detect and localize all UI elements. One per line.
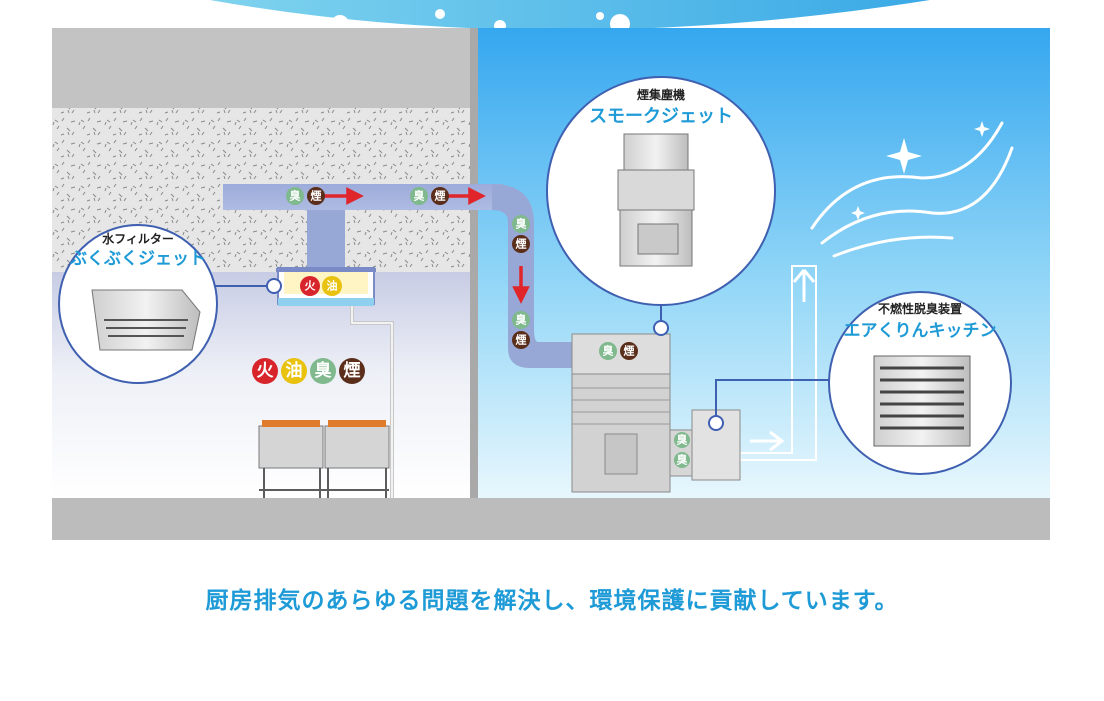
- red-arrow-icon: [446, 187, 486, 205]
- exterior-wall: [470, 28, 478, 498]
- svg-text:臭: 臭: [677, 433, 688, 447]
- svg-text:煙: 煙: [435, 189, 446, 203]
- duct-badges-horizontal-1: 臭 煙: [286, 187, 325, 205]
- deodorizer-callout: 不燃性脱臭装置 エアくりんキッチン: [828, 291, 1012, 475]
- svg-text:火: 火: [305, 280, 317, 293]
- svg-text:臭: 臭: [516, 217, 527, 231]
- water-filter-callout: 水フィルター ぶくぶくジェット: [58, 224, 218, 384]
- tagline: 厨房排気のあらゆる問題を解決し、環境保護に貢献しています。: [205, 588, 899, 614]
- sparkle-icon: [851, 206, 865, 220]
- svg-text:油: 油: [327, 279, 338, 293]
- up-arrow-icon: [792, 269, 816, 302]
- svg-text:煙: 煙: [516, 333, 527, 347]
- right-arrow-icon: [750, 430, 785, 452]
- svg-text:火: 火: [257, 361, 275, 381]
- deodorizer-product: エアくりんキッチン: [844, 321, 997, 341]
- smoke-collector-product: スモークジェット: [589, 106, 733, 127]
- fryer-equipment: [258, 420, 390, 498]
- svg-text:臭: 臭: [290, 189, 301, 203]
- svg-text:臭: 臭: [677, 453, 688, 467]
- svg-text:煙: 煙: [516, 237, 527, 251]
- connector-line: [715, 379, 834, 426]
- deodorizer-category: 不燃性脱臭装置: [878, 301, 962, 316]
- kitchen-contaminant-badges: 火 油 臭 煙: [252, 358, 365, 384]
- kitchen-exhaust-diagram: 臭 煙 臭 煙 臭 煙 臭 煙 火 油 火 油 臭 煙: [52, 28, 1050, 540]
- water-filter-product: ぶくぶくジェット: [69, 249, 206, 269]
- svg-text:煙: 煙: [344, 361, 361, 381]
- smoke-collector-machine: 臭 煙: [571, 333, 671, 493]
- svg-text:臭: 臭: [603, 344, 614, 358]
- ceiling-slab: [52, 28, 470, 108]
- wind-swoosh-icon: [810, 121, 1014, 258]
- duct-badges-vertical-2: 臭 煙: [512, 311, 530, 349]
- svg-text:臭: 臭: [414, 189, 425, 203]
- duct-badges-vertical-1: 臭 煙: [512, 215, 530, 253]
- svg-text:煙: 煙: [624, 344, 635, 358]
- kitchen-hood: 火 油: [276, 267, 376, 306]
- water-filter-category: 水フィルター: [102, 231, 174, 246]
- top-decorative-band: [210, 0, 930, 30]
- svg-text:煙: 煙: [311, 189, 322, 203]
- smoke-collector-callout: 煙集塵機 スモークジェット: [546, 76, 776, 306]
- duct-badges-horizontal-2: 臭 煙: [410, 187, 449, 205]
- svg-text:油: 油: [286, 360, 303, 381]
- svg-text:臭: 臭: [315, 360, 332, 381]
- floor-slab: [52, 498, 1050, 540]
- red-arrow-icon: [322, 187, 364, 205]
- sparkle-icon: [974, 121, 990, 137]
- smoke-collector-category: 煙集塵機: [637, 87, 685, 102]
- svg-text:臭: 臭: [516, 313, 527, 327]
- sparkle-icon: [886, 138, 922, 174]
- red-arrow-icon: [512, 266, 530, 304]
- deodorizer-box: 臭 臭: [669, 409, 741, 481]
